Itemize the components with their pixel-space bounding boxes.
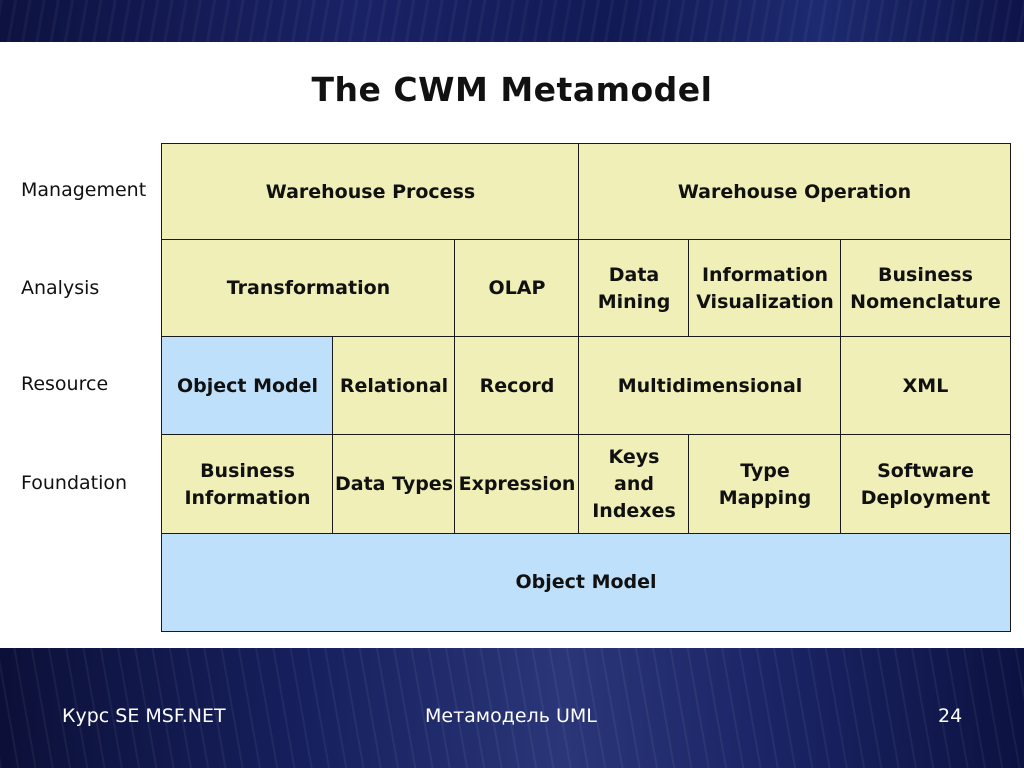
cell-expression: Expression	[454, 434, 580, 535]
cell-information-visualization: Information Visualization	[688, 239, 842, 338]
row-label-foundation: Foundation	[21, 472, 128, 494]
footer-topic: Метамодель UML	[425, 705, 597, 727]
cell-keys-and-indexes: Keys and Indexes	[578, 434, 690, 535]
cell-multidimensional: Multidimensional	[578, 336, 842, 436]
row-label-management: Management	[21, 179, 147, 201]
cell-business-nomenclature: Business Nomenclature	[840, 239, 1011, 338]
cell-warehouse-process: Warehouse Process	[161, 143, 580, 241]
row-label-resource: Resource	[21, 373, 109, 395]
cell-data-mining: Data Mining	[578, 239, 690, 338]
cell-xml: XML	[840, 336, 1011, 436]
cell-relational: Relational	[332, 336, 456, 436]
slide-title: The CWM Metamodel	[311, 70, 713, 109]
row-label-analysis: Analysis	[21, 277, 100, 299]
cell-software-deployment: Software Deployment	[840, 434, 1011, 535]
cell-data-types: Data Types	[332, 434, 456, 535]
footer-page-number: 24	[938, 705, 963, 727]
cell-record: Record	[454, 336, 580, 436]
top-banner	[0, 0, 1024, 42]
footer-course: Курс SE MSF.NET	[62, 705, 226, 727]
cell-olap: OLAP	[454, 239, 580, 338]
cell-object-model-base: Object Model	[161, 533, 1011, 632]
cell-type-mapping: Type Mapping	[688, 434, 842, 535]
cell-business-information: Business Information	[161, 434, 334, 535]
cell-object-model-resource: Object Model	[161, 336, 334, 436]
cell-transformation: Transformation	[161, 239, 456, 338]
bottom-banner	[0, 648, 1024, 768]
cell-warehouse-operation: Warehouse Operation	[578, 143, 1011, 241]
